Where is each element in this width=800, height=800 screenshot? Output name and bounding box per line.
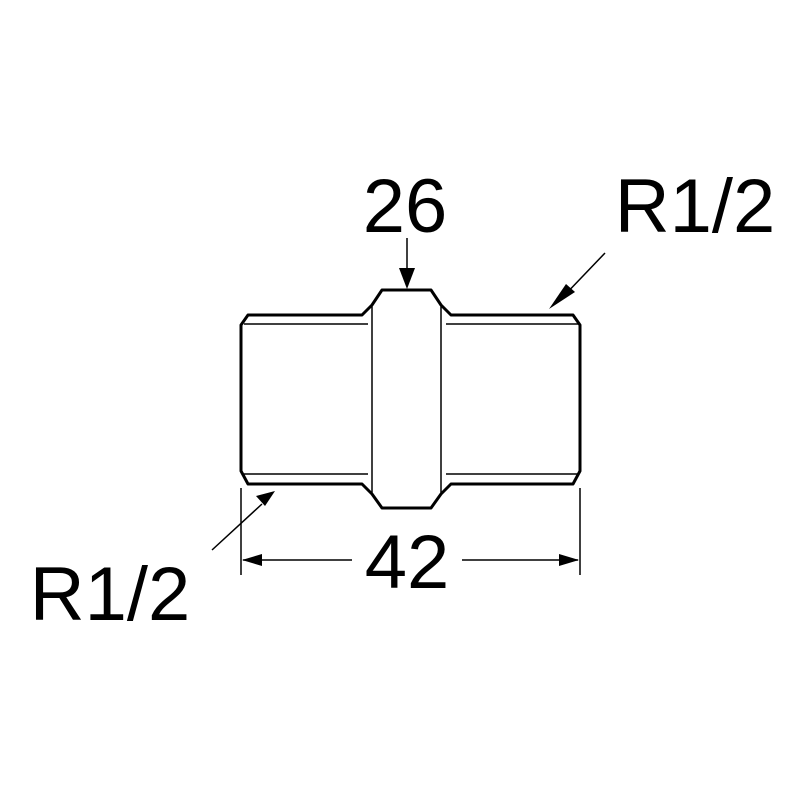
right-thread-arrowhead: [549, 284, 575, 309]
left-thread-leader: [211, 503, 263, 551]
right-thread-label: R1/2: [615, 164, 776, 249]
left-thread-arrowhead: [256, 491, 275, 506]
hex-dimension: 26: [363, 164, 448, 289]
hex-dimension-label: 26: [363, 164, 448, 249]
fitting-body: [239, 288, 582, 510]
length-arrowhead-left: [242, 554, 262, 566]
length-arrowhead-right: [559, 554, 579, 566]
hex-dimension-arrowhead: [399, 268, 415, 289]
left-thread-label: R1/2: [30, 552, 191, 637]
length-dimension: 42: [240, 488, 581, 605]
left-thread-callout: R1/2: [30, 491, 275, 637]
length-dimension-label: 42: [365, 520, 450, 605]
fitting-outline: [239, 288, 582, 510]
right-thread-callout: R1/2: [549, 164, 775, 309]
